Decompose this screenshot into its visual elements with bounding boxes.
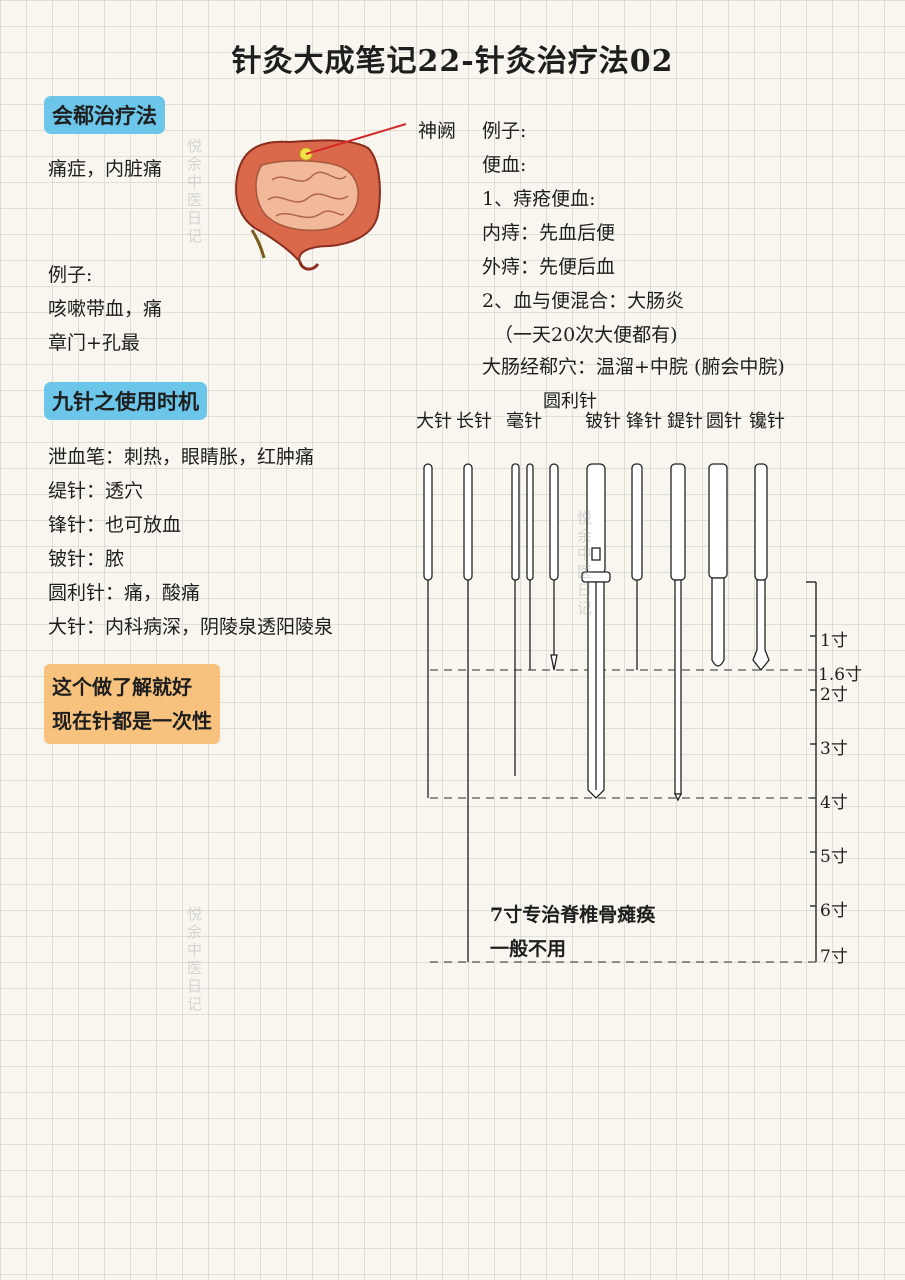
needle-da: [423, 463, 433, 798]
right-note: （一天20次大便都有): [494, 324, 678, 346]
right-note: 2、血与便混合：大肠炎: [482, 290, 685, 312]
scale-label: 7寸: [820, 947, 848, 967]
note-box: 这个做了解就好 现在针都是一次性: [44, 664, 220, 744]
scale-label: 1.6寸: [818, 665, 863, 685]
example-line: 章门+孔最: [48, 332, 140, 354]
needle-usage-line: 泄血笔：刺热，眼睛胀，红肿痛: [48, 446, 315, 468]
scale-ruler: [806, 581, 817, 962]
watermark: 悦余中医日记: [185, 138, 203, 246]
needle-usage-line: 缇针：透穴: [48, 480, 144, 502]
right-note: 外痔：先便后血: [482, 256, 616, 278]
scale-label: 3寸: [820, 739, 848, 759]
section-heading-huixi: 会郗治疗法: [44, 96, 165, 134]
note-line: 这个做了解就好: [52, 675, 192, 699]
page-title: 针灸大成笔记22-针灸治疗法02: [231, 44, 674, 79]
indication-text: 痛症，内脏痛: [48, 158, 163, 180]
right-note: 1、痔疮便血:: [482, 188, 596, 210]
example-label: 例子:: [48, 264, 93, 286]
watermark: 悦余中医日记: [185, 906, 203, 1014]
needle-chan: [752, 463, 770, 672]
needle-usage-line: 大针：内科病深，阴陵泉透阳陵泉: [48, 616, 334, 638]
scale-label: 2寸: [820, 685, 848, 705]
needle-label: 鍉针: [667, 411, 703, 432]
needle-yuan: [708, 463, 728, 667]
needle-label: 铍针: [585, 411, 621, 432]
scale-label: 6寸: [820, 901, 848, 921]
needle-label: 锋针: [626, 411, 662, 432]
needle-usage-line: 圆利针：痛，酸痛: [48, 582, 201, 604]
needle-label: 镵针: [749, 411, 785, 432]
watermark: 悦余中医日记: [575, 510, 593, 618]
right-note: 内痔：先血后便: [482, 222, 616, 244]
needle-chang: [463, 463, 473, 962]
shenque-label: 神阙: [418, 120, 457, 142]
right-note: 便血:: [482, 154, 527, 176]
large-intestine-icon: [235, 139, 381, 271]
needle-feng: [631, 463, 643, 670]
right-note: 大肠经郗穴：温溜+中脘 (腑会中脘): [482, 356, 785, 378]
bottom-note: 7寸专治脊椎骨瘫痪: [490, 904, 656, 926]
needle-pi: [581, 463, 611, 799]
needle-usage-line: 铍针：脓: [48, 548, 125, 570]
pointer-line: [305, 123, 407, 155]
needle-label: 毫针: [506, 411, 542, 432]
scale-label: 1寸: [820, 631, 848, 651]
bottom-note: 一般不用: [490, 938, 567, 960]
needle-hao: [511, 463, 534, 776]
note-line: 现在针都是一次性: [52, 709, 212, 733]
scale-label: 4寸: [820, 793, 848, 813]
needle-di: [670, 463, 686, 802]
needle-label: 圆针: [706, 411, 742, 432]
needle-usage-line: 锋针：也可放血: [48, 514, 182, 536]
needle-yuanli: [549, 463, 559, 671]
needle-label: 圆利针: [543, 391, 597, 412]
needle-label: 大针: [416, 411, 452, 432]
right-note: 例子:: [482, 120, 527, 142]
section-heading-nine-needles: 九针之使用时机: [44, 382, 207, 420]
scale-label: 5寸: [820, 847, 848, 867]
needle-label: 长针: [456, 411, 492, 432]
example-line: 咳嗽带血，痛: [48, 298, 163, 320]
